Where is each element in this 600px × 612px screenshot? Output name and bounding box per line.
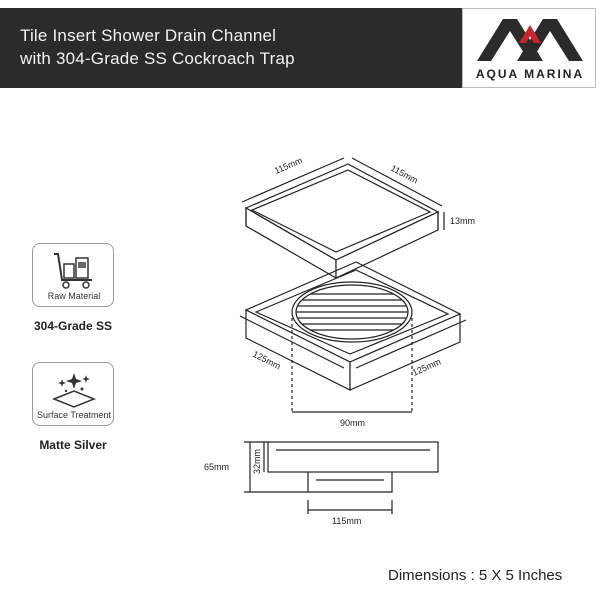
dim-grate-diameter: 90mm <box>340 418 365 428</box>
title-band: Tile Insert Shower Drain Channel with 30… <box>0 8 462 88</box>
brand-logo: AQUA MARINA <box>462 8 596 88</box>
side-view <box>244 441 439 514</box>
raw-material-caption: Raw Material <box>47 291 101 301</box>
raw-material-value: 304-Grade SS <box>33 319 113 333</box>
dim-side-total-height: 65mm <box>204 462 229 472</box>
dim-top-left-width: 115mm <box>273 155 304 176</box>
dim-top-height: 13mm <box>450 216 475 226</box>
dim-side-upper-height: 32mm <box>252 449 262 474</box>
surface-treatment-badge: Surface Treatment <box>32 362 114 426</box>
drain-base-body <box>244 261 462 391</box>
logo-mark-icon <box>477 19 583 61</box>
product-title-line2: with 304-Grade SS Cockroach Trap <box>20 49 295 68</box>
cart-icon <box>54 253 92 289</box>
sparkle-icon <box>51 373 97 408</box>
dim-top-right-width: 115mm <box>389 163 420 186</box>
dim-side-bottom-width: 115mm <box>332 516 361 526</box>
dimensions-label: Dimensions : 5 X 5 Inches <box>388 567 563 584</box>
surface-treatment-value: Matte Silver <box>39 438 107 452</box>
raw-material-badge: Raw Material <box>32 243 114 307</box>
product-title-line1: Tile Insert Shower Drain Channel <box>20 26 277 45</box>
drain-technical-drawing: 115mm 115mm 13mm 125mm 125mm 90mm 65mm 3… <box>204 155 475 526</box>
surface-treatment-caption: Surface Treatment <box>36 410 112 420</box>
header: Tile Insert Shower Drain Channel with 30… <box>0 0 600 88</box>
tile-insert-tray <box>244 163 440 280</box>
round-grate <box>291 281 413 343</box>
brand-name: AQUA MARINA <box>475 67 585 81</box>
